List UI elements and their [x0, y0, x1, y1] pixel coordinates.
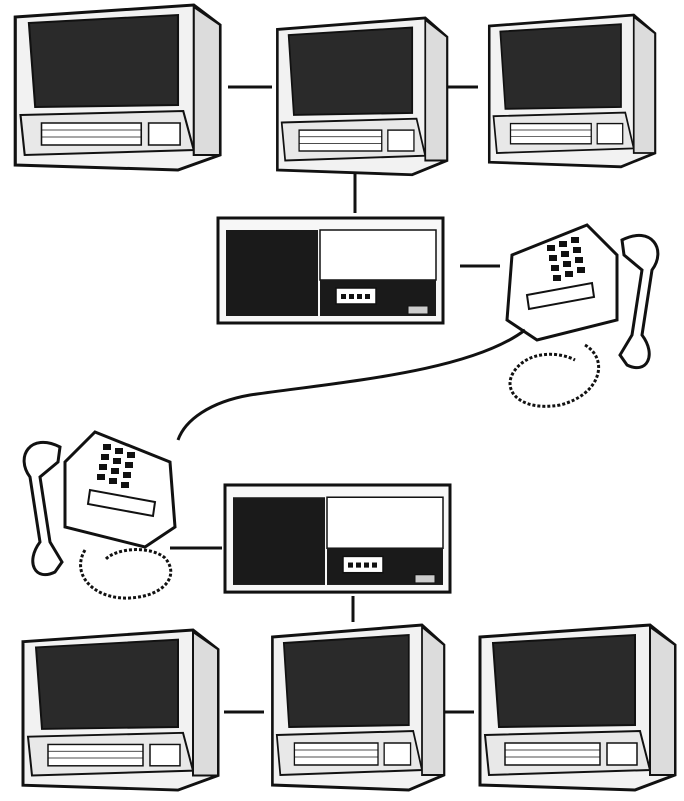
network-a	[15, 5, 658, 406]
crt-terminal-icon	[480, 625, 675, 790]
crt-terminal-icon	[489, 15, 655, 167]
crt-terminal-icon	[272, 625, 444, 790]
crt-terminal-icon	[15, 5, 220, 170]
network-b	[23, 432, 675, 790]
coil-cord-a	[510, 345, 599, 406]
computer-cabinet-icon	[218, 218, 443, 323]
telephone-cord	[178, 330, 525, 440]
crt-terminal-icon	[23, 630, 218, 790]
computer-cabinet-icon	[225, 485, 450, 592]
crt-terminal-icon	[277, 18, 447, 175]
coil-cord-b	[81, 550, 171, 599]
telephone-icon	[507, 225, 658, 368]
telephone-icon	[24, 432, 175, 575]
